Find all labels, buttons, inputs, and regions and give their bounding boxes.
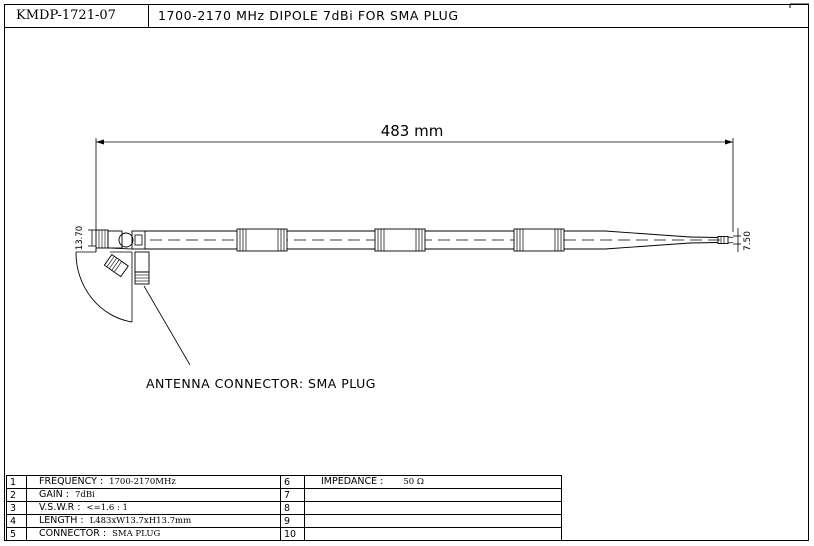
height-dim-label: 13.70 — [75, 226, 85, 250]
spec-cell: GAIN : 7dBi — [26, 488, 281, 502]
spec-cell: V.S.W.R : <=1.6 : 1 — [26, 501, 281, 515]
length-dimension: 483 mm — [95, 122, 734, 232]
spec-cell-2: IMPEDANCE : 50 Ω — [304, 475, 562, 489]
spec-index: 5 — [6, 527, 27, 541]
spec-index-2: 8 — [280, 501, 305, 515]
spec-label: FREQUENCY : — [39, 476, 104, 487]
spec-row: 4 LENGTH : L483xW13.7xH13.7mm 9 — [6, 514, 562, 528]
part-number: KMDP-1721-07 — [16, 8, 116, 23]
spec-index: 1 — [6, 475, 27, 489]
sheet-border — [4, 4, 809, 541]
spec-value: 1700-2170MHz — [109, 477, 176, 487]
tip-dimension: 7.50 — [733, 228, 753, 252]
connector-leader-line — [143, 285, 191, 366]
spec-label: CONNECTOR : — [39, 528, 107, 539]
spec-row: 3 V.S.W.R : <=1.6 : 1 8 — [6, 501, 562, 515]
spec-index-2: 6 — [280, 475, 305, 489]
spec-value: <=1.6 : 1 — [86, 503, 128, 513]
spec-label: V.S.W.R : — [39, 502, 81, 513]
tip-dim-label: 7.50 — [743, 231, 753, 251]
spec-cell: FREQUENCY : 1700-2170MHz — [26, 475, 281, 489]
drawing-title: 1700-2170 MHz DIPOLE 7dBi FOR SMA PLUG — [158, 8, 459, 23]
spec-cell: LENGTH : L483xW13.7xH13.7mm — [26, 514, 281, 528]
spec-label: LENGTH : — [39, 515, 84, 526]
spec-index-2: 10 — [280, 527, 305, 541]
spec-index-2: 7 — [280, 488, 305, 502]
spec-row: 1 FREQUENCY : 1700-2170MHz 6 IMPEDANCE : 50 Ω — [6, 475, 562, 489]
spec-label: GAIN : — [39, 489, 69, 500]
ring-segment-1 — [236, 228, 288, 252]
antenna-body — [95, 228, 734, 252]
length-dim-label: 483 mm — [381, 122, 444, 140]
spec-index: 2 — [6, 488, 27, 502]
spec-row: 2 GAIN : 7dBi 7 — [6, 488, 562, 502]
spec-value: L483xW13.7xH13.7mm — [89, 516, 192, 526]
spec-index-2: 9 — [280, 514, 305, 528]
spec-row: 5 CONNECTOR : SMA PLUG 10 — [6, 527, 562, 541]
spec-value: 7dBi — [75, 490, 95, 500]
spec-value: SMA PLUG — [112, 529, 161, 539]
spec-table: 1 FREQUENCY : 1700-2170MHz 6 IMPEDANCE : 50 Ω… — [6, 475, 562, 541]
connector-callout: ANTENNA CONNECTOR: SMA PLUG — [146, 376, 376, 391]
height-dimension: 13.70 — [75, 226, 96, 250]
spec-cell-2 — [304, 514, 562, 528]
spec-cell: CONNECTOR : SMA PLUG — [26, 527, 281, 541]
ring-segment-2 — [374, 228, 426, 252]
spec-value-2: 50 Ω — [403, 477, 424, 487]
spec-index: 4 — [6, 514, 27, 528]
spec-cell-2 — [304, 501, 562, 515]
spec-index: 3 — [6, 501, 27, 515]
swivel-range-view — [75, 249, 150, 323]
spec-label-2: IMPEDANCE : — [321, 476, 384, 487]
ring-segment-3 — [513, 228, 565, 252]
spec-cell-2 — [304, 527, 562, 541]
spec-cell-2 — [304, 488, 562, 502]
